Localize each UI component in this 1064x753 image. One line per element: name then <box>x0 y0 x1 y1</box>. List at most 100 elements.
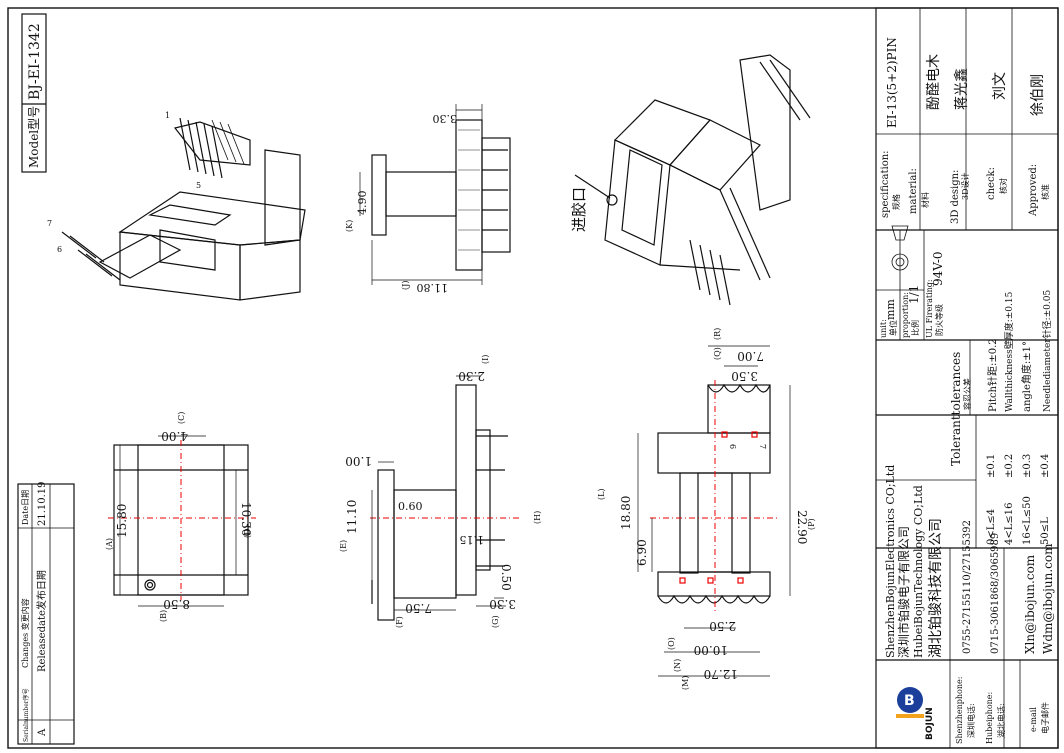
dim-side-100: 1.00 <box>345 454 372 468</box>
tol-title-cn: 容忍公差 <box>962 378 972 410</box>
changes-table: Serialnumber序号 Changes 变更内容 Date日期 A Rel… <box>17 481 75 745</box>
dim-G-value: 3.30 <box>489 597 516 611</box>
check-value: 刘文 <box>992 72 1008 100</box>
dim-I-tag: (I) <box>481 355 490 364</box>
side-view: 2.30 (I) 1.00 11.10 (E) 0.60 1.15 0.50 (… <box>339 355 542 628</box>
dim-J-tag: (J) <box>401 281 410 290</box>
dim-P-tag: (P) <box>807 518 816 530</box>
design-label: 3D design: <box>950 170 961 224</box>
unit-label-cn: 单位 <box>888 320 898 336</box>
pin-label-6: 6 <box>57 245 62 254</box>
dim-side-115: 1.15 <box>460 533 485 546</box>
check-label-cn: 核对 <box>998 178 1008 194</box>
dim-C-tag: (C) <box>177 412 186 424</box>
plan-view: 6 7 7.00 (R) 3.50 (Q) 18.80 (L) 6.90 22.… <box>597 328 816 690</box>
approved-value: 徐伯刚 <box>1030 74 1046 116</box>
dim-A-value: 15.80 <box>115 504 129 538</box>
hb-phone: 0715-3061868/3065989 <box>990 533 1001 654</box>
fire-label: UL Firerating: <box>925 279 934 338</box>
tol-value-0: ±0.1 <box>986 454 997 478</box>
dim-M-value: 12.70 <box>704 667 738 681</box>
email-label-cn: 电子邮件 <box>1040 702 1050 734</box>
dim-J-value: 11.80 <box>417 281 449 294</box>
proportion-value: 1/1 <box>907 285 921 304</box>
dim-H-tag: (H) <box>533 511 542 524</box>
tol-pitch: Pitch针距:±0.2 <box>986 338 999 412</box>
dim-D-value: 10.30 <box>239 502 253 536</box>
material-label-cn: 材料 <box>920 192 930 208</box>
tol-title: Toleranttolerances <box>949 352 963 466</box>
pin-label-6b: 6 <box>728 444 737 449</box>
dim-Q-tag: (Q) <box>713 347 722 360</box>
dim-P-value: 22.90 <box>795 510 809 544</box>
title-block: specification: 规格 EI-13(5+2)PIN material… <box>875 7 1059 749</box>
spec-label: specification: <box>880 150 891 218</box>
company-cn-1: 深圳市铂骏电子有限公司 <box>896 526 911 658</box>
dim-L-tag: (L) <box>597 488 606 500</box>
email-1: Xln@ibojun.com <box>1023 554 1037 654</box>
company-cn-2: 湖北铂骏科技有限公司 <box>928 518 944 658</box>
tol-value-2: ±0.3 <box>1022 454 1033 478</box>
tol-wall: Wallthickness壁厚度:±0.15 <box>1003 291 1015 412</box>
gate-label: 进胶口 <box>570 187 588 232</box>
unit-value: mm <box>884 299 897 320</box>
dim-side-060: 0.60 <box>398 500 423 513</box>
dim-G-tag: (G) <box>491 615 500 628</box>
dim-N-value: 10.00 <box>694 643 728 657</box>
top-view: 3.30 4.90 (K) 11.80 (J) <box>345 104 511 294</box>
sz-phone: 0755-27155110/27155392 <box>962 520 973 654</box>
dim-R-value: 7.00 <box>737 349 764 363</box>
changes-col-changes: Changes 变更内容 <box>20 598 30 668</box>
changes-col-serial: Serialnumber序号 <box>22 688 30 742</box>
projection-symbol-icon <box>891 225 909 271</box>
dim-O-value: 2.50 <box>709 619 736 633</box>
email-2: Wdm@ibojun.com <box>1041 543 1055 654</box>
approved-label-cn: 核准 <box>1040 184 1050 200</box>
changes-row-serial: A <box>37 728 48 737</box>
dim-M-tag: (M) <box>681 676 690 690</box>
pin-label-5: 5 <box>196 181 201 190</box>
changes-row-date: 21.10.19 <box>37 481 48 526</box>
model-box: Model型号 BJ-EI-1342 <box>21 13 47 173</box>
dim-K-value: 4.90 <box>356 191 369 216</box>
tol-range-3: 50≤L <box>1040 517 1051 545</box>
dim-I-value: 2.30 <box>458 369 485 383</box>
material-value: 酚醛电木 <box>926 54 942 110</box>
tol-value-1: ±0.2 <box>1004 454 1015 478</box>
model-code: BJ-EI-1342 <box>27 23 43 100</box>
dim-E-tag: (E) <box>339 540 348 552</box>
tol-range-0: 0<L≤4 <box>986 509 997 545</box>
dim-L-value: 18.80 <box>619 496 633 530</box>
unit-label: unit: <box>879 319 888 338</box>
dim-D-tag: (D) <box>243 525 252 538</box>
bojun-logo: B BOJUN <box>882 668 940 744</box>
design-value: 蒋光鑫 <box>953 68 970 110</box>
approved-label: Approved: <box>1028 164 1039 217</box>
dim-H-value: 0.50 <box>499 564 513 591</box>
pin-label-7b: 7 <box>758 444 767 449</box>
sz-phone-label-cn: 深圳电话: <box>966 703 976 738</box>
dim-O-tag: (O) <box>667 637 676 650</box>
dim-B-value: 8.50 <box>163 597 190 611</box>
dim-A-tag: (A) <box>105 538 114 550</box>
company-en-1: ShenzhenBojunElectronics CO;Ltd <box>884 465 897 658</box>
dim-E-value: 11.10 <box>345 500 359 534</box>
fire-value: 94V-0 <box>931 251 945 286</box>
model-label: Model型号 <box>27 106 41 168</box>
changes-col-date: Date日期 <box>21 490 30 525</box>
dim-N-tag: (N) <box>673 659 682 672</box>
dim-side-690: 6.90 <box>635 539 649 566</box>
design-label-cn: 3D设计 <box>960 172 970 200</box>
dim-top-330: 3.30 <box>433 112 458 125</box>
front-view: 15.80 (A) 8.50 (B) 4.00 (C) 10.30 (D) <box>105 412 256 622</box>
dim-F-value: 7.50 <box>405 601 432 615</box>
changes-row-change: Releasedate发布日期 <box>35 570 48 672</box>
dim-F-tag: (F) <box>395 616 404 628</box>
isometric-view-left: 1 5 7 6 <box>47 111 306 301</box>
sz-phone-label: Shenzhenphone: <box>955 677 964 744</box>
spec-label-cn: 规格 <box>891 194 901 210</box>
dim-B-tag: (B) <box>159 610 168 622</box>
proportion-label: proportion: <box>901 292 910 338</box>
spec-value: EI-13(5+2)PIN <box>885 37 899 128</box>
